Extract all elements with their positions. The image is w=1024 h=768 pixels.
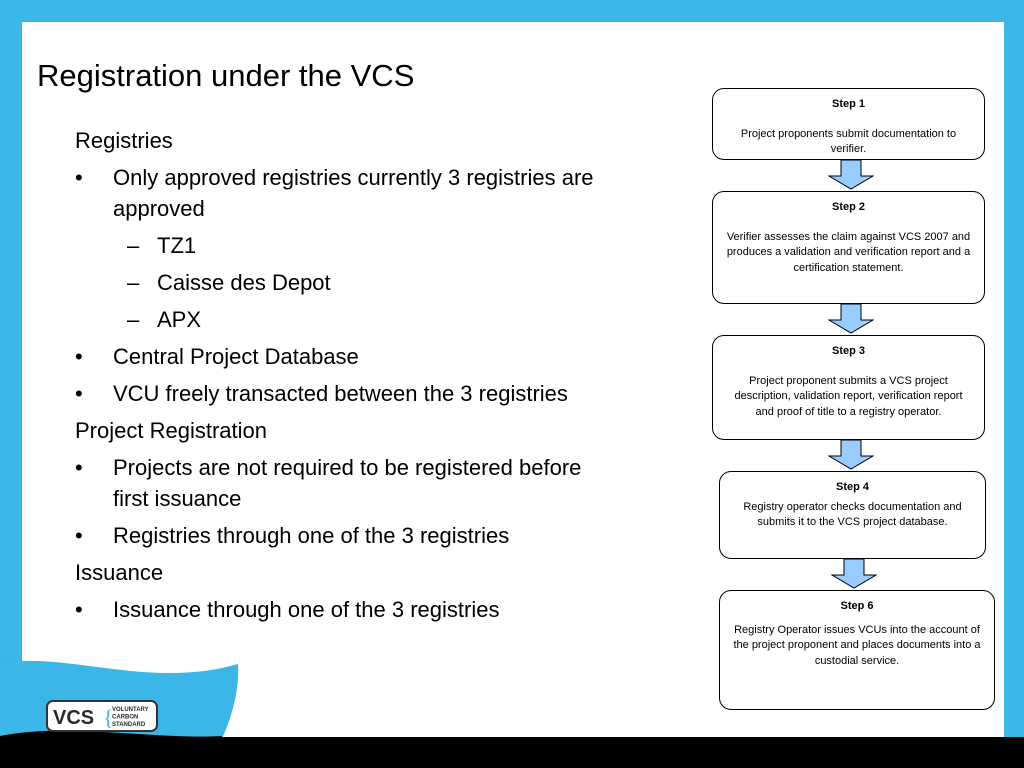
bullet-marker: • (75, 455, 83, 480)
step-6-text: Registry Operator issues VCUs into the a… (733, 623, 981, 667)
bullet-issuance-through: Issuance through one of the 3 registries (113, 597, 500, 622)
bullet-marker: • (75, 381, 83, 406)
bullet-vcu: VCU freely transacted between the 3 regi… (113, 381, 568, 406)
svg-text:{: { (103, 705, 114, 730)
svg-text:VCS: VCS (53, 707, 94, 729)
bullet-marker: • (75, 597, 83, 622)
heading-registries: Registries (75, 128, 173, 153)
arrow-down-icon (831, 559, 877, 589)
bullet-marker: • (75, 344, 83, 369)
step-3-title: Step 3 (831, 345, 865, 357)
sub-bullet-apx: APX (157, 307, 202, 332)
heading-project-registration: Project Registration (75, 418, 267, 443)
step-2-title: Step 2 (831, 201, 865, 213)
step-4-text: Registry operator checks documentation a… (743, 500, 962, 529)
svg-text:CARBON: CARBON (112, 715, 138, 721)
arrow-down-icon (828, 160, 874, 190)
bullet-marker: • (75, 165, 83, 190)
step-3-text: Project proponent submits a VCS project … (734, 374, 963, 418)
bullet-marker: • (75, 523, 83, 548)
bullet-central-db: Central Project Database (113, 344, 359, 369)
step-2-box: Step 2 Verifier assesses the claim again… (712, 191, 985, 304)
dash-marker: – (127, 307, 140, 332)
bullet-not-required: Projects are not required to be register… (113, 455, 582, 480)
dash-marker: – (127, 233, 140, 258)
bullet-approved-cont: approved (113, 196, 205, 221)
sub-bullet-tz1: TZ1 (157, 233, 197, 258)
bullet-approved: Only approved registries currently 3 reg… (113, 165, 594, 190)
step-3-box: Step 3 Project proponent submits a VCS p… (712, 335, 985, 440)
svg-text:VOLUNTARY: VOLUNTARY (112, 707, 149, 713)
bullet-registries-through: Registries through one of the 3 registri… (113, 523, 510, 548)
sub-bullet-caisse: Caisse des Depot (157, 270, 331, 295)
heading-issuance: Issuance (75, 560, 164, 585)
footer-bar (0, 737, 1024, 768)
step-4-box: Step 4 Registry operator checks document… (719, 471, 986, 559)
step-1-box: Step 1 Project proponents submit documen… (712, 88, 985, 160)
step-4-title: Step 4 (835, 481, 869, 493)
step-6-title: Step 6 (840, 600, 874, 612)
svg-text:STANDARD: STANDARD (112, 722, 146, 728)
step-1-text: Project proponents submit documentation … (740, 127, 957, 156)
step-6-box: Step 6 Registry Operator issues VCUs int… (719, 590, 995, 710)
dash-marker: – (127, 270, 140, 295)
arrow-down-icon (828, 440, 874, 470)
arrow-down-icon (828, 304, 874, 334)
step-1-title: Step 1 (831, 98, 865, 110)
vcs-logo: VCS { VOLUNTARY CARBON STANDARD (46, 700, 158, 732)
slide-title: Registration under the VCS (37, 58, 415, 93)
step-2-text: Verifier assesses the claim against VCS … (726, 230, 971, 274)
bullet-not-required-cont: first issuance (113, 486, 242, 511)
